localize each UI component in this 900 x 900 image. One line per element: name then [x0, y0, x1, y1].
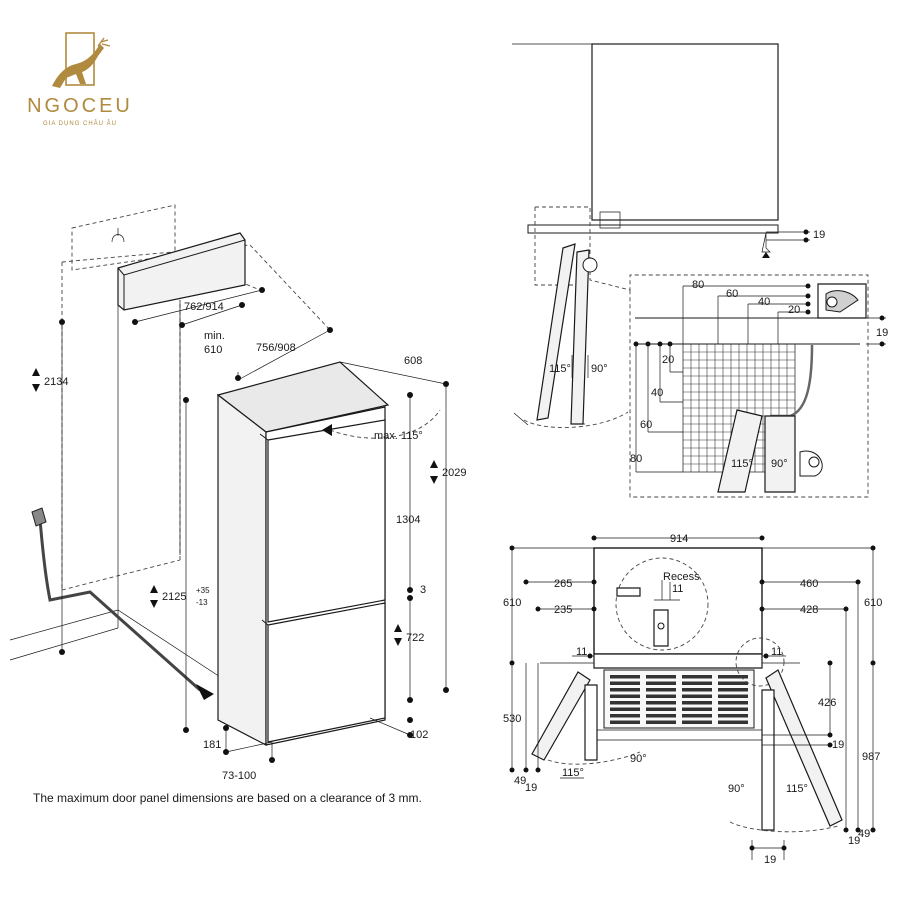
dim-80-left: 80: [630, 453, 642, 465]
dim-40-left: 40: [651, 387, 663, 399]
dim-49-right: 49: [858, 828, 870, 840]
appliance-plan-outline: [593, 547, 763, 655]
angle-115-left: 115°: [549, 363, 571, 375]
dim-73-100: 73-100: [222, 770, 256, 782]
brand-name: NGOCEU: [27, 95, 133, 117]
plan-view: 914 610 610 265 235 460 428 Recess 11: [503, 533, 882, 866]
dim-102: 102: [410, 729, 428, 741]
dim-11-recess: 11: [672, 583, 683, 595]
appliance-side-section: [591, 43, 779, 221]
dim-11-right: 11: [771, 646, 782, 658]
water-tap-icon: [31, 507, 47, 527]
dim-19-bottom-right: 19: [848, 835, 860, 847]
niche-walls: [117, 300, 181, 610]
dim-2125-plus: +35: [196, 586, 210, 595]
dim-40-top: 40: [758, 296, 770, 308]
dim-1304: 1304: [396, 514, 420, 526]
dim-610-right: 610: [864, 597, 882, 609]
grid-door-90: [764, 415, 796, 493]
isometric-installation-view: 762/914 min. 610 756/908 608 2134 max. 1…: [9, 204, 466, 782]
socket-icon: [111, 228, 125, 243]
dim-610-left: 610: [503, 597, 521, 609]
dim-20-left: 20: [662, 354, 674, 366]
plan-door-left: [531, 671, 591, 761]
plan-door-right: [765, 669, 843, 827]
recess-detail-circle: [615, 557, 709, 651]
fridge-upper-door: [267, 419, 386, 623]
angle-115-plan-right: 115°: [786, 783, 808, 795]
door-swing-arc: [329, 409, 441, 439]
recess-label: Recess: [663, 571, 700, 583]
dim-3: 3: [420, 584, 426, 596]
door-open-90: [570, 249, 590, 425]
dim-608: 608: [404, 355, 422, 367]
arrow-icon: [196, 684, 214, 700]
deer-logo-icon: [52, 32, 111, 88]
dim-19-a: 19: [832, 739, 844, 751]
dim-265: 265: [554, 578, 572, 590]
dim-2134: 2134: [44, 376, 68, 388]
brand-tagline: GIA DỤNG CHÂU ÂU: [43, 120, 117, 127]
plan-door-right-90: [761, 689, 775, 831]
fridge-side: [217, 393, 267, 746]
plan-door-left-90: [584, 684, 598, 761]
dim-49-left: 49: [514, 775, 526, 787]
caption-note: The maximum door panel dimensions are ba…: [33, 791, 422, 805]
angle-90-grid: 90°: [771, 458, 788, 470]
dim-426: 426: [818, 697, 836, 709]
dim-11-left: 11: [576, 646, 587, 658]
angle-90-left: 90°: [591, 363, 608, 375]
fridge-lower-door: [267, 602, 386, 743]
iso-dimensions: [32, 287, 449, 763]
water-pipe: [38, 519, 201, 692]
dim-530: 530: [503, 713, 521, 725]
dim-756-908: 756/908: [256, 342, 296, 354]
countertop-strip: [527, 224, 779, 234]
dim-min-label: min.: [204, 330, 225, 342]
dim-235: 235: [554, 604, 572, 616]
dim-460: 460: [800, 578, 818, 590]
dim-19-left: 19: [525, 782, 537, 794]
dim-722: 722: [406, 632, 424, 644]
upper-cabinet-block: [117, 232, 246, 311]
dim-914: 914: [670, 533, 688, 545]
ventilation-grille: [603, 669, 755, 729]
dim-987: 987: [862, 751, 880, 763]
hinge-detail-view: 19 115° 90° 80 60 40 20 19: [512, 43, 888, 498]
dim-60-top: 60: [726, 288, 738, 300]
dim-2029: 2029: [442, 467, 466, 479]
angle-115-plan-left: 115°: [562, 767, 584, 779]
angle-90-plan-center: 90°: [630, 753, 647, 765]
floor-edge: [9, 609, 241, 691]
dim-181: 181: [203, 739, 221, 751]
dim-80-top: 80: [692, 279, 704, 291]
niche-outline: [61, 262, 181, 591]
brand-logo: NGOCEU GIA DỤNG CHÂU ÂU: [27, 32, 133, 127]
dim-2125: 2125: [162, 591, 186, 603]
dim-428: 428: [800, 604, 818, 616]
dim-19-bottom: 19: [764, 854, 776, 866]
detail-boundary: [535, 206, 869, 498]
dim-60-left: 60: [640, 419, 652, 431]
dim-19-right: 19: [876, 327, 888, 339]
angle-115-grid: 115°: [731, 458, 753, 470]
grid-door-115: [717, 409, 763, 493]
angle-90-plan-right: 90°: [728, 783, 745, 795]
dim-19-top: 19: [813, 229, 825, 241]
dim-2125-minus: -13: [196, 598, 208, 607]
dim-min-610: 610: [204, 344, 222, 356]
dim-max-115: max. 115°: [374, 430, 423, 442]
dim-20-top: 20: [788, 304, 800, 316]
door-open-115: [536, 243, 576, 421]
dim-762-914: 762/914: [184, 301, 224, 313]
